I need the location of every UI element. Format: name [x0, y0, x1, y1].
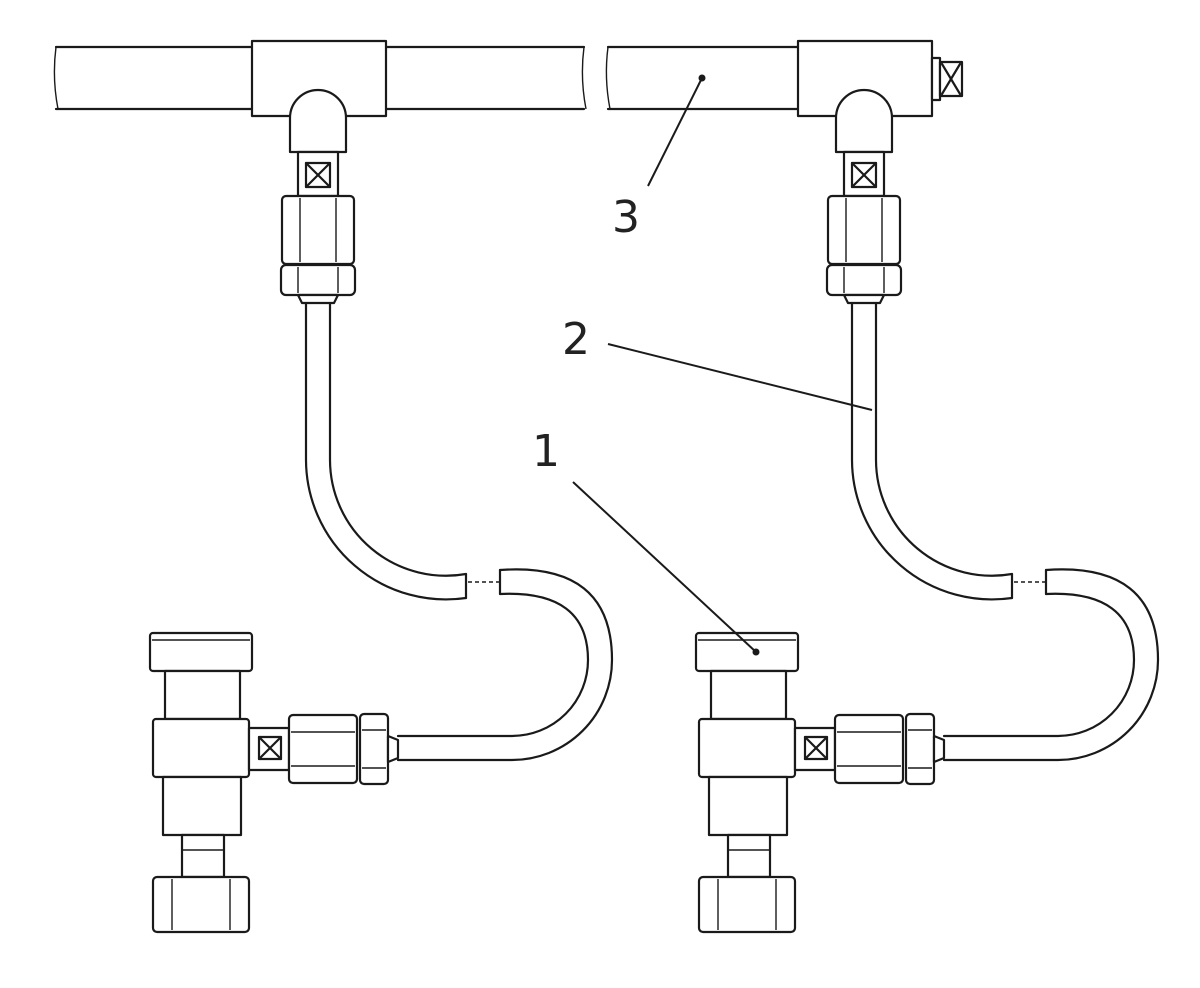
right-header-pipe: [606, 45, 800, 111]
callout-1: 1: [532, 426, 760, 656]
left-assembly: [53, 39, 614, 934]
right-valve: [694, 631, 946, 934]
right-tube: [850, 301, 1160, 762]
left-tube: [304, 301, 614, 762]
callout-3: 3: [612, 74, 706, 243]
callout-2: 2: [562, 314, 873, 411]
callout-label-2: 2: [562, 314, 590, 365]
left-header-pipe: [54, 45, 586, 111]
right-assembly: [605, 39, 1160, 934]
left-valve: [148, 631, 400, 934]
left-tee-fitting: [250, 39, 388, 305]
callout-label-3: 3: [612, 192, 640, 243]
callout-label-1: 1: [532, 426, 560, 477]
right-tee-fitting: [796, 39, 934, 305]
end-plug: [930, 56, 964, 102]
